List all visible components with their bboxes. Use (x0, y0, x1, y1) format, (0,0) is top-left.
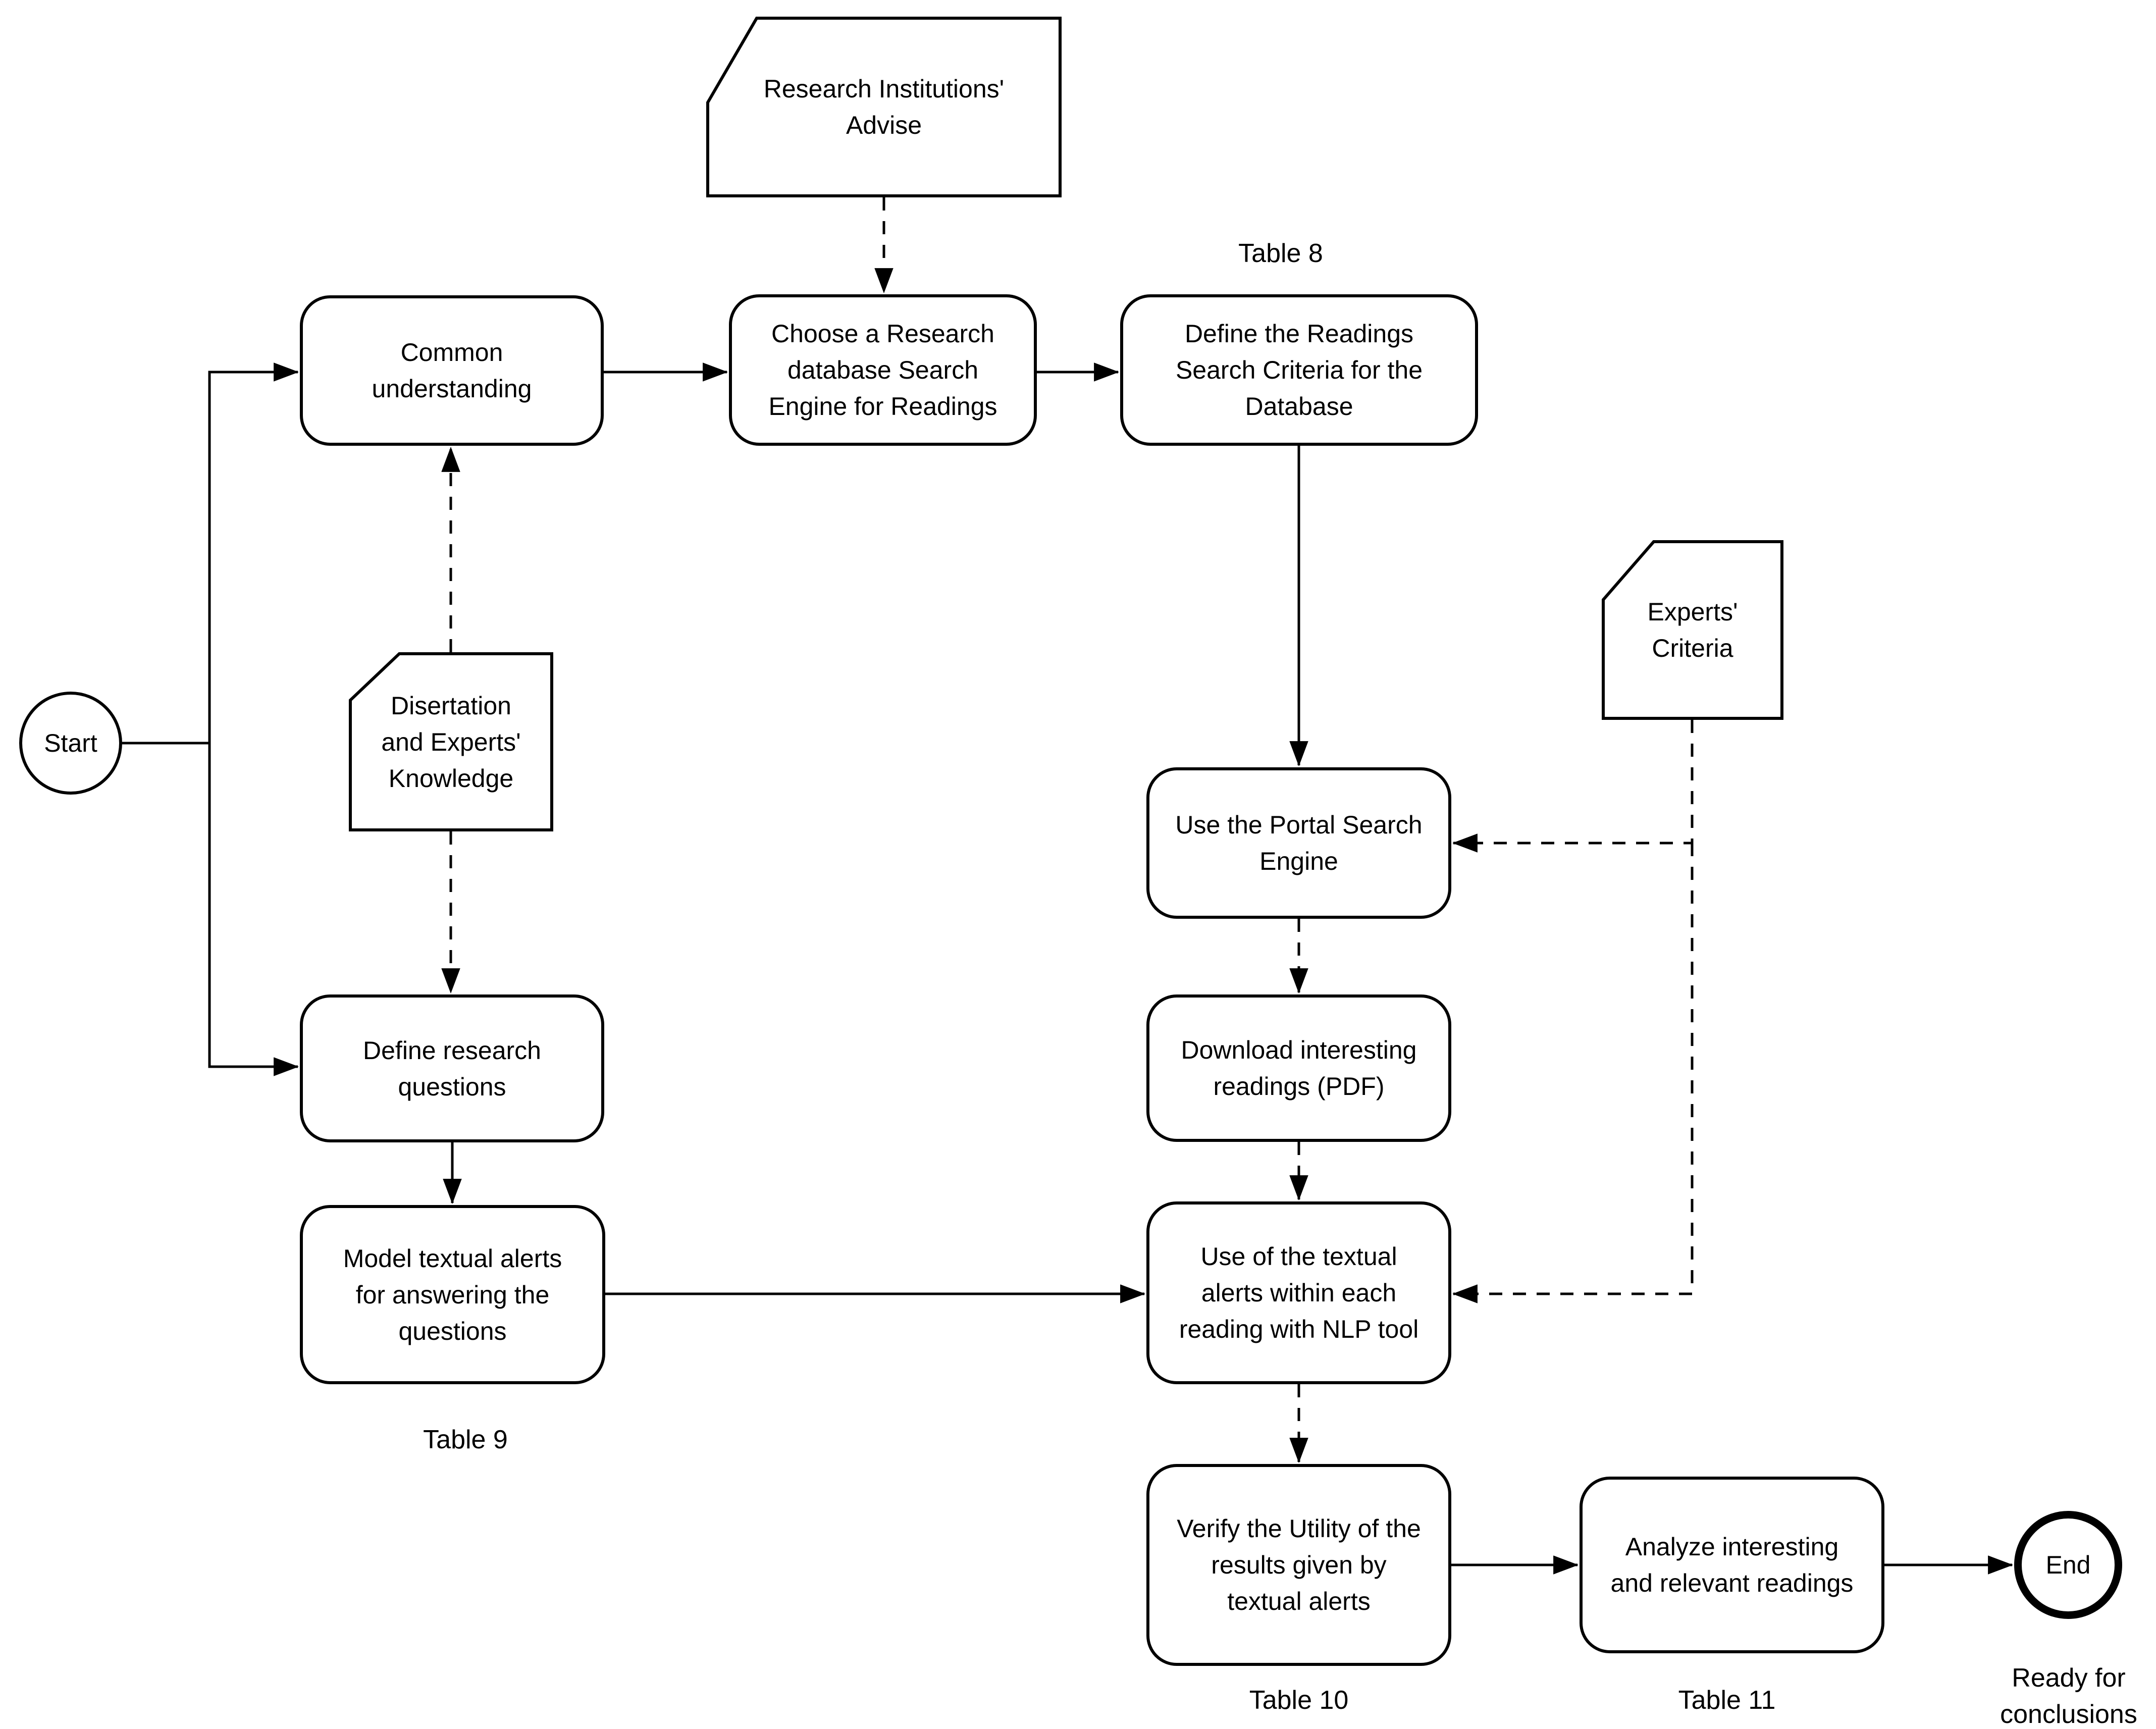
end-terminal: End (2014, 1511, 2122, 1619)
use-portal-search-engine-label: Use the Portal Search Engine (1175, 811, 1423, 875)
model-textual-alerts: Model textual alerts for answering the q… (300, 1205, 605, 1384)
common-understanding: Common understanding (300, 295, 604, 446)
table-11-caption-label: Table 11 (1678, 1686, 1776, 1715)
analyze-interesting-readings: Analyze interesting and relevant reading… (1580, 1477, 1884, 1653)
common-understanding-label: Common understanding (372, 338, 532, 403)
define-readings-search-criteria-label: Define the Readings Search Criteria for … (1175, 320, 1423, 421)
table-11-caption: Table 11 (1626, 1680, 1828, 1720)
start-terminal: Start (19, 692, 122, 795)
verify-utility-of-results: Verify the Utility of the results given … (1146, 1464, 1451, 1666)
start-terminal-label: Start (44, 729, 97, 757)
experts-criteria-card-label: Experts' Criteria (1647, 598, 1738, 662)
use-textual-alerts-nlp-tool-label: Use of the textual alerts within each re… (1179, 1242, 1419, 1343)
define-research-questions-label: Define research questions (363, 1036, 541, 1101)
download-interesting-readings: Download interesting readings (PDF) (1146, 994, 1451, 1142)
download-interesting-readings-label: Download interesting readings (PDF) (1181, 1036, 1417, 1101)
ready-for-conclusions-caption: Ready for conclusions (1963, 1658, 2156, 1729)
experts-criteria-card: Experts' Criteria (1602, 540, 1783, 720)
table-9-caption-label: Table 9 (423, 1425, 508, 1454)
ready-for-conclusions-caption-label: Ready for conclusions (2000, 1663, 2137, 1729)
disertation-experts-knowledge-card-label: Disertation and Experts' Knowledge (381, 691, 521, 793)
table-8-caption: Table 8 (1180, 233, 1382, 274)
table-8-caption-label: Table 8 (1238, 239, 1323, 268)
verify-utility-of-results-label: Verify the Utility of the results given … (1177, 1514, 1421, 1615)
connector-junction-to-common-understanding (208, 362, 299, 743)
define-research-questions: Define research questions (300, 994, 604, 1142)
disertation-experts-knowledge-card: Disertation and Experts' Knowledge (349, 652, 553, 831)
define-readings-search-criteria: Define the Readings Search Criteria for … (1120, 294, 1478, 446)
disertation-experts-knowledge-card-shape (349, 652, 553, 831)
choose-database-search-engine-label: Choose a Research database Search Engine… (768, 320, 997, 421)
model-textual-alerts-label: Model textual alerts for answering the q… (343, 1244, 562, 1345)
connector-experts-criteria-to-nlp (1452, 843, 1694, 1303)
research-institutions-advise-card-label: Research Institutions' Advise (763, 75, 1005, 139)
use-textual-alerts-nlp-tool: Use of the textual alerts within each re… (1146, 1201, 1451, 1384)
choose-database-search-engine: Choose a Research database Search Engine… (729, 294, 1037, 446)
research-institutions-advise-card-shape (706, 17, 1062, 197)
connector-junction-to-define-research-questions (208, 743, 299, 1076)
end-terminal-label: End (2045, 1551, 2091, 1579)
analyze-interesting-readings-label: Analyze interesting and relevant reading… (1610, 1533, 1854, 1597)
experts-criteria-card-shape (1602, 540, 1783, 720)
use-portal-search-engine: Use the Portal Search Engine (1146, 767, 1451, 919)
table-10-caption: Table 10 (1198, 1680, 1400, 1720)
connector-experts-criteria-to-portal (1452, 720, 1694, 853)
research-institutions-advise-card: Research Institutions' Advise (706, 17, 1062, 197)
table-10-caption-label: Table 10 (1249, 1686, 1349, 1715)
table-9-caption: Table 9 (364, 1420, 566, 1460)
